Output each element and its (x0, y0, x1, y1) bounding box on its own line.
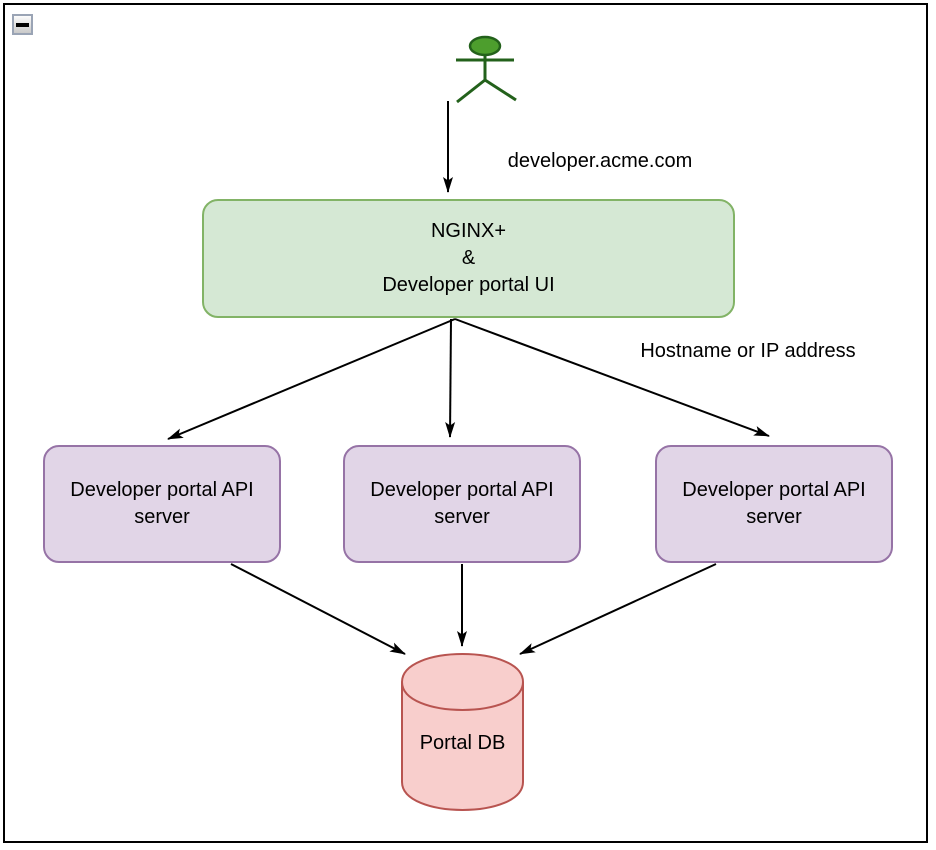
diagram-frame (3, 3, 928, 843)
collapse-button[interactable] (12, 14, 33, 35)
nginx-label-line3: Developer portal UI (382, 274, 555, 296)
node-api-server-2[interactable]: Developer portal API server (343, 445, 581, 563)
nginx-label-line1: NGINX+ (430, 220, 507, 242)
api-server-label: Developer portal API server (682, 479, 866, 528)
portal-db-label: Portal DB (419, 732, 506, 754)
api-server-label: Developer portal API server (370, 479, 554, 528)
node-nginx-portal-ui[interactable]: NGINX+ & Developer portal UI (202, 199, 735, 318)
edge-label-hostname-or-ip: Hostname or IP address (640, 340, 856, 362)
api-server-label: Developer portal API server (70, 479, 254, 528)
minus-icon (16, 22, 29, 27)
node-api-server-3[interactable]: Developer portal API server (655, 445, 893, 563)
nginx-label-line2: & (461, 247, 476, 269)
node-api-server-1[interactable]: Developer portal API server (43, 445, 281, 563)
edge-label-developer-acme: developer.acme.com (507, 150, 693, 172)
